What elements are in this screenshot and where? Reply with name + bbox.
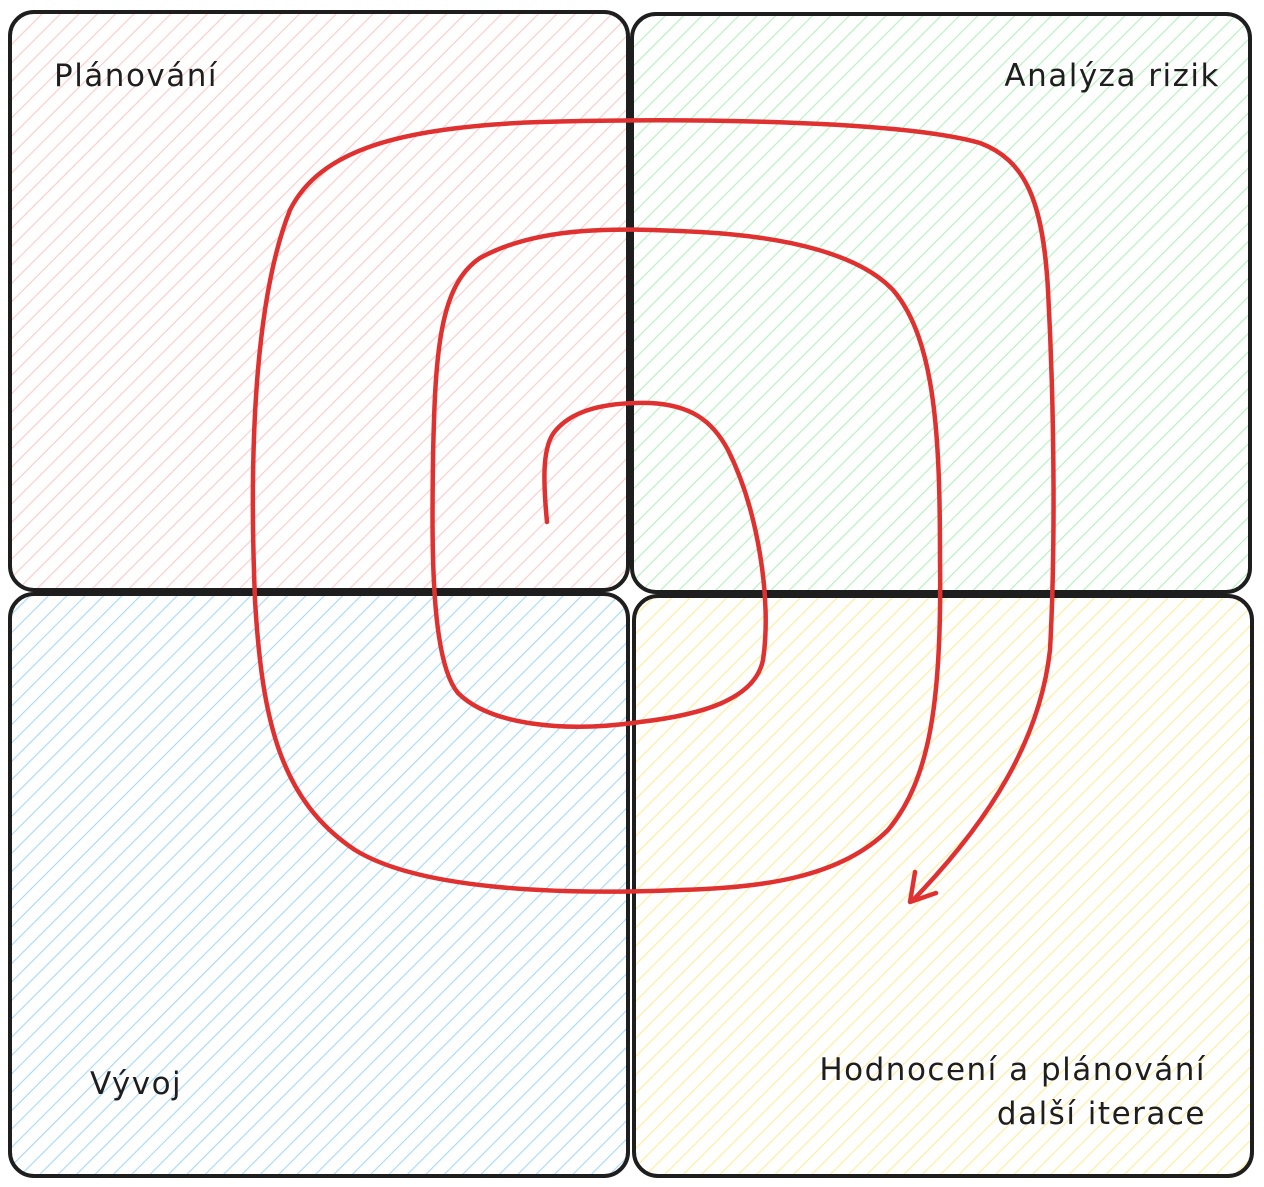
quadrant-planning-fill (10, 12, 628, 590)
spiral-arrowhead (907, 869, 939, 905)
quadrant-risk-analysis-label: Analýza rizik (1004, 58, 1220, 94)
quadrant-evaluation-fill (634, 596, 1252, 1176)
quadrant-evaluation-border (632, 594, 1254, 1178)
quadrant-risk-analysis: Analýza rizik (630, 12, 1252, 594)
quadrant-development-label: Vývoj (90, 1066, 182, 1102)
quadrant-planning: Plánování (8, 10, 630, 592)
quadrant-evaluation-label-line1: Hodnocení a plánování (819, 1052, 1206, 1088)
quadrant-evaluation-label-line2: další iterace (997, 1096, 1206, 1132)
quadrant-planning-label: Plánování (54, 58, 218, 94)
quadrant-development-fill (10, 594, 628, 1176)
quadrant-planning-border (8, 10, 630, 592)
quadrant-risk-analysis-fill (632, 14, 1250, 592)
spiral-path (250, 118, 1056, 901)
spiral (250, 118, 1056, 905)
quadrant-evaluation: Hodnocení a plánování další iterace (632, 594, 1254, 1178)
quadrant-development-border (8, 592, 630, 1178)
quadrant-development: Vývoj (8, 592, 630, 1178)
